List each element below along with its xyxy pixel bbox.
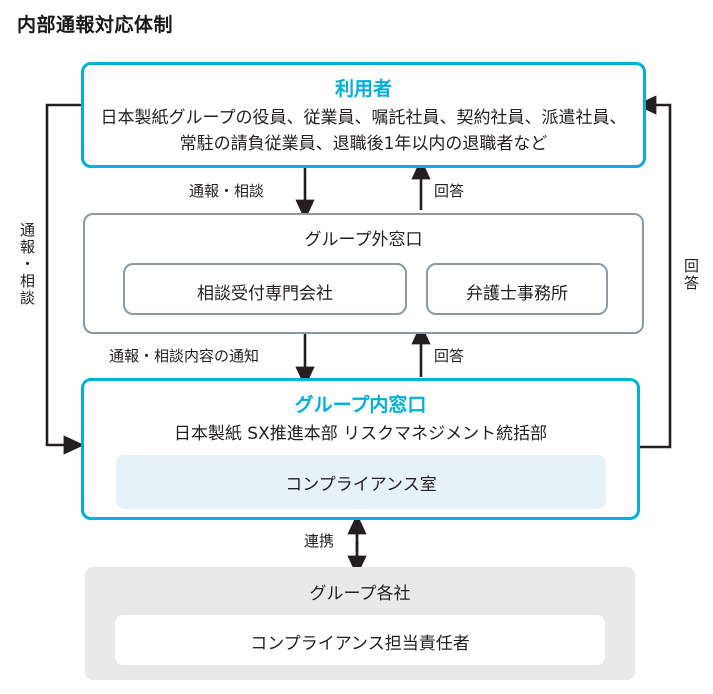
- label-external-to-users: 回答: [434, 182, 465, 200]
- node-users-heading: 利用者: [334, 78, 392, 100]
- node-external-desk[interactable]: グループ外窓口 相談受付専門会社 弁護士事務所: [83, 213, 644, 334]
- node-compliance-officer[interactable]: コンプライアンス担当責任者: [115, 615, 605, 665]
- arrow-left-bypass: [45, 103, 85, 455]
- label-external-to-internal: 通報・相談内容の通知: [109, 347, 260, 365]
- node-compliance-office[interactable]: コンプライアンス室: [116, 455, 606, 509]
- node-external-desk-heading: グループ外窓口: [304, 230, 423, 250]
- label-liaison: 連携: [304, 532, 335, 550]
- node-users-line-1: 日本製紙グループの役員、従業員、嘱託社員、契約社員、派遣社員、: [100, 108, 627, 128]
- label-left-bypass: 通報・相談: [18, 222, 36, 307]
- node-users[interactable]: 利用者 日本製紙グループの役員、従業員、嘱託社員、契約社員、派遣社員、 常駐の請…: [81, 62, 646, 168]
- node-internal-desk-heading: グループ内窓口: [294, 394, 427, 416]
- node-internal-desk[interactable]: グループ内窓口 日本製紙 SX推進本部 リスクマネジメント統括部 コンプライアン…: [81, 378, 640, 520]
- label-internal-to-external: 回答: [434, 347, 465, 365]
- node-group-companies[interactable]: グループ各社 コンプライアンス担当責任者: [85, 567, 635, 680]
- label-right-bypass: 回答: [682, 258, 700, 292]
- node-external-child-0-label: 相談受付専門会社: [197, 284, 333, 304]
- node-compliance-officer-label: コンプライアンス担当責任者: [250, 634, 470, 654]
- label-users-to-external: 通報・相談: [189, 182, 265, 200]
- node-group-companies-heading: グループ各社: [309, 584, 411, 604]
- node-external-child-1-label: 弁護士事務所: [466, 284, 568, 304]
- node-compliance-office-label: コンプライアンス室: [285, 475, 437, 495]
- node-internal-desk-subheading: 日本製紙 SX推進本部 リスクマネジメント統括部: [173, 424, 548, 444]
- node-users-line-2: 常駐の請負従業員、退職後1年以内の退職者など: [179, 134, 548, 154]
- page-title: 内部通報対応体制: [17, 14, 174, 36]
- node-external-child-1[interactable]: 弁護士事務所: [426, 263, 608, 315]
- node-external-child-0[interactable]: 相談受付専門会社: [123, 263, 407, 315]
